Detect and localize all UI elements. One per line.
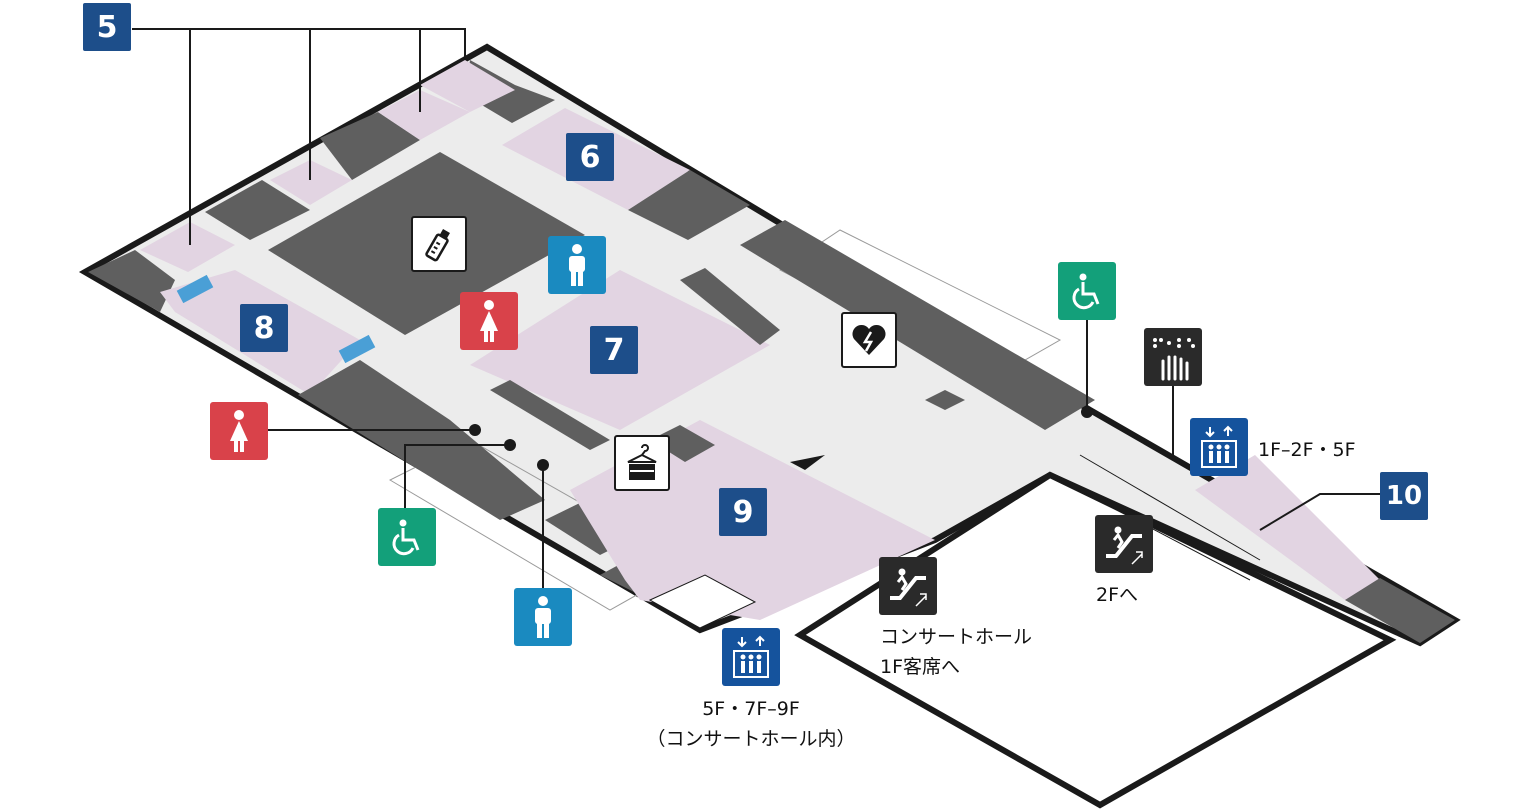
stairs [648, 574, 757, 629]
elevator-bottom-label-line1: 5F・7F–9F [702, 698, 800, 720]
concert-hall-label-line1: コンサートホール [880, 626, 1033, 648]
leader-dot [504, 439, 516, 451]
wall-block [680, 268, 780, 345]
leader-line [404, 444, 510, 508]
floor-marker [925, 390, 965, 410]
area-label-6[interactable]: 6 [566, 133, 614, 181]
room-pink [420, 60, 515, 112]
wall-long [740, 220, 1095, 430]
elevator-right-label: 1F–2F・5F [1258, 439, 1356, 461]
room-pink [378, 90, 470, 140]
area-label-9[interactable]: 9 [719, 488, 767, 536]
corridor-line [1079, 454, 1261, 561]
wall-block [628, 170, 750, 240]
room-pink [140, 222, 235, 272]
baby-bottle-icon[interactable] [411, 216, 467, 272]
wall-block [320, 112, 420, 180]
area-label-7[interactable]: 7 [590, 326, 638, 374]
escalator-icon[interactable] [1095, 515, 1153, 573]
aed-heart-icon[interactable] [841, 312, 897, 368]
elevator-icon[interactable] [722, 628, 780, 686]
stairs-arrow [176, 274, 214, 304]
leader-line [1259, 493, 1380, 531]
escalator-icon[interactable] [879, 557, 937, 615]
elevator-icon[interactable] [1190, 418, 1248, 476]
leader-dot [1081, 406, 1093, 418]
wall-block [1345, 578, 1455, 643]
tactile-map-icon[interactable] [1144, 328, 1202, 386]
room-pink [270, 160, 352, 205]
wall-long-left [298, 360, 545, 520]
cloakroom-icon[interactable] [614, 435, 670, 491]
women-restroom-icon[interactable] [210, 402, 268, 460]
direction-arrow [790, 455, 825, 470]
room-10 [1195, 455, 1380, 600]
elevator-bottom-label-line2: （コンサートホール内） [646, 728, 856, 750]
leader-dot [469, 424, 481, 436]
stairs-arrow [338, 334, 376, 364]
wall-block [88, 250, 175, 312]
area-label-10[interactable]: 10 [1380, 472, 1428, 520]
men-restroom-icon[interactable] [514, 588, 572, 646]
concert-hall-label-line2: 1F客席へ [880, 656, 961, 678]
wall-block [205, 180, 310, 240]
wall-block [490, 380, 610, 450]
area-label-8[interactable]: 8 [240, 304, 288, 352]
escalator-2f-label: 2Fへ [1096, 584, 1139, 606]
leader-dot [537, 459, 549, 471]
leader-line [132, 28, 466, 60]
wheelchair-icon[interactable] [1058, 262, 1116, 320]
men-restroom-icon[interactable] [548, 236, 606, 294]
wheelchair-icon[interactable] [378, 508, 436, 566]
area-label-5[interactable]: 5 [83, 3, 131, 51]
wall-block [650, 425, 715, 462]
women-restroom-icon[interactable] [460, 292, 518, 350]
